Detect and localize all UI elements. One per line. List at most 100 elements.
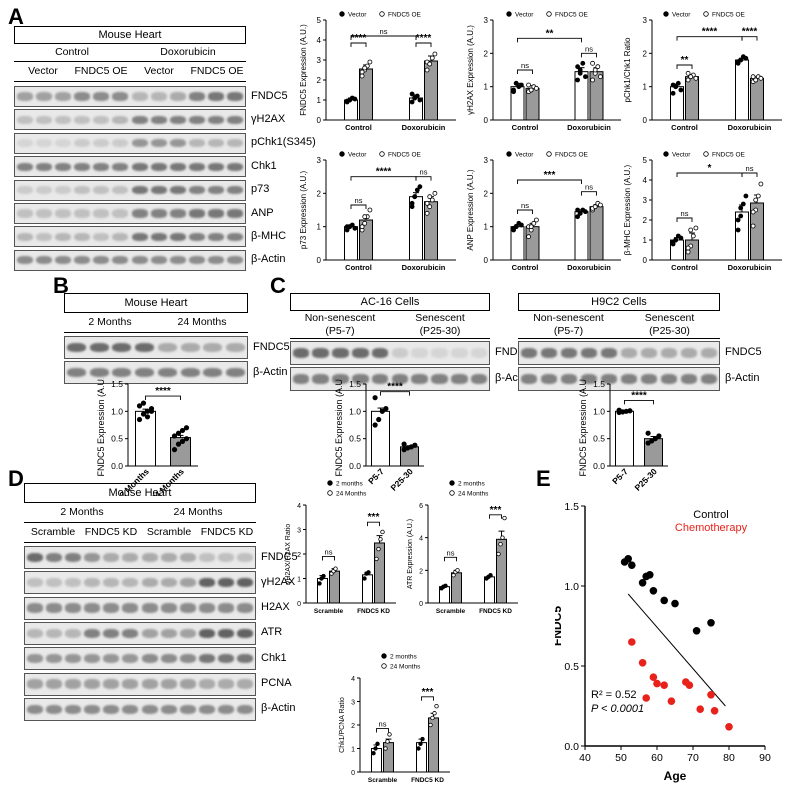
- bar: [615, 410, 634, 467]
- bar: [496, 538, 507, 604]
- significance-label: ns: [380, 27, 388, 36]
- blot-band: [112, 232, 129, 242]
- legend-label: Vector: [672, 12, 691, 19]
- data-point: [595, 64, 601, 70]
- blot-band: [431, 348, 448, 358]
- legend-marker: [506, 151, 512, 157]
- blot-band: [180, 342, 200, 353]
- significance-label: ns: [585, 183, 593, 192]
- blot-row-label: pChk1(S345): [251, 136, 316, 149]
- blot-subgroup-label: FNDC5 OE: [188, 62, 246, 82]
- data-point: [409, 200, 415, 206]
- significance-bracket: [517, 37, 582, 43]
- y-tick-label: 1: [484, 223, 489, 232]
- blot-band: [640, 374, 658, 384]
- blot-band: [89, 367, 109, 378]
- y-tick-label: 3: [317, 156, 322, 165]
- blot-band: [74, 209, 91, 218]
- blot-band: [218, 679, 235, 689]
- blot-row-4: [14, 179, 246, 201]
- blot-band: [199, 552, 216, 563]
- blot-band: [74, 185, 91, 195]
- data-point: [432, 190, 438, 196]
- y-axis-label: FNDC5 Expression (A.U.): [334, 378, 344, 477]
- blot-band: [189, 139, 206, 148]
- y-tick-label: 0: [643, 116, 648, 125]
- blot-band: [112, 185, 129, 195]
- blot-band: [26, 679, 43, 689]
- data-point: [755, 193, 761, 199]
- significance-bracket: [380, 391, 410, 396]
- significance-label: ****: [702, 27, 718, 38]
- blot-subgroup-label: FNDC5 OE: [72, 62, 130, 82]
- blot-group-label: 24 Months: [140, 503, 256, 523]
- blot-band: [150, 185, 167, 195]
- blot-band: [45, 603, 62, 613]
- blot-row-label: γH2AX: [251, 112, 286, 125]
- scatter-point: [653, 679, 661, 688]
- y-tick-label: 0: [317, 256, 322, 265]
- legend-label: FNDC5 OE: [712, 12, 746, 19]
- blot-band: [237, 654, 254, 664]
- significance-label: ***: [544, 170, 556, 181]
- blot-band: [93, 162, 110, 171]
- data-point: [171, 433, 178, 439]
- significance-bracket: [581, 191, 597, 196]
- blot-band: [103, 704, 120, 714]
- blot-band: [45, 654, 62, 664]
- y-tick-label: 6: [419, 503, 423, 510]
- data-point: [359, 224, 365, 230]
- blot-group-label: Control: [14, 44, 130, 62]
- data-point: [580, 60, 586, 66]
- significance-label: ns: [681, 209, 689, 218]
- legend-marker: [449, 480, 455, 486]
- bar: [589, 206, 604, 261]
- data-point: [373, 746, 378, 751]
- legend-marker: [703, 11, 709, 17]
- y-tick-label: 1: [351, 747, 355, 754]
- bar: [374, 542, 385, 604]
- blot-band: [141, 704, 158, 714]
- y-tick-label: 4: [419, 536, 423, 543]
- blot-band: [218, 578, 235, 588]
- blot-band: [35, 209, 52, 218]
- scatter-point: [660, 681, 668, 689]
- data-point: [376, 416, 382, 423]
- y-tick-label: 0: [317, 116, 322, 125]
- y-axis-label: FNDC5 Expression (A.U.): [299, 24, 308, 116]
- blot-band: [680, 374, 698, 384]
- blot-band: [84, 603, 101, 613]
- legend-marker: [663, 151, 669, 157]
- blot-band: [700, 374, 718, 384]
- y-tick-label: 1.0: [349, 406, 361, 416]
- legend-marker: [449, 490, 455, 496]
- blot-band: [169, 139, 186, 148]
- data-point: [534, 85, 539, 91]
- data-point: [738, 213, 744, 219]
- blot-band: [84, 679, 101, 689]
- data-point: [430, 715, 435, 721]
- blot-band: [93, 209, 110, 218]
- data-point: [577, 70, 583, 76]
- blot-row-1: [518, 367, 720, 391]
- blot-subgroup-label: 24 Months: [156, 313, 248, 333]
- data-point: [750, 209, 756, 215]
- [object SVGSVGElement]: Control: [345, 123, 372, 132]
- blot-band: [45, 578, 62, 588]
- blot-band: [332, 374, 349, 384]
- data-point: [455, 568, 460, 573]
- regression-line: [627, 593, 726, 707]
- data-point: [673, 84, 679, 90]
- y-axis-label: γH2AX Expression (A.U.): [466, 25, 475, 115]
- significance-bracket: [350, 35, 417, 40]
- blot-row-5: [14, 203, 246, 224]
- data-point: [735, 217, 741, 223]
- blot-band: [54, 162, 71, 171]
- blot-band: [580, 348, 598, 358]
- panel-label-b: B: [53, 273, 69, 298]
- blot-row-label: γH2AX: [261, 575, 296, 588]
- data-point: [627, 408, 633, 414]
